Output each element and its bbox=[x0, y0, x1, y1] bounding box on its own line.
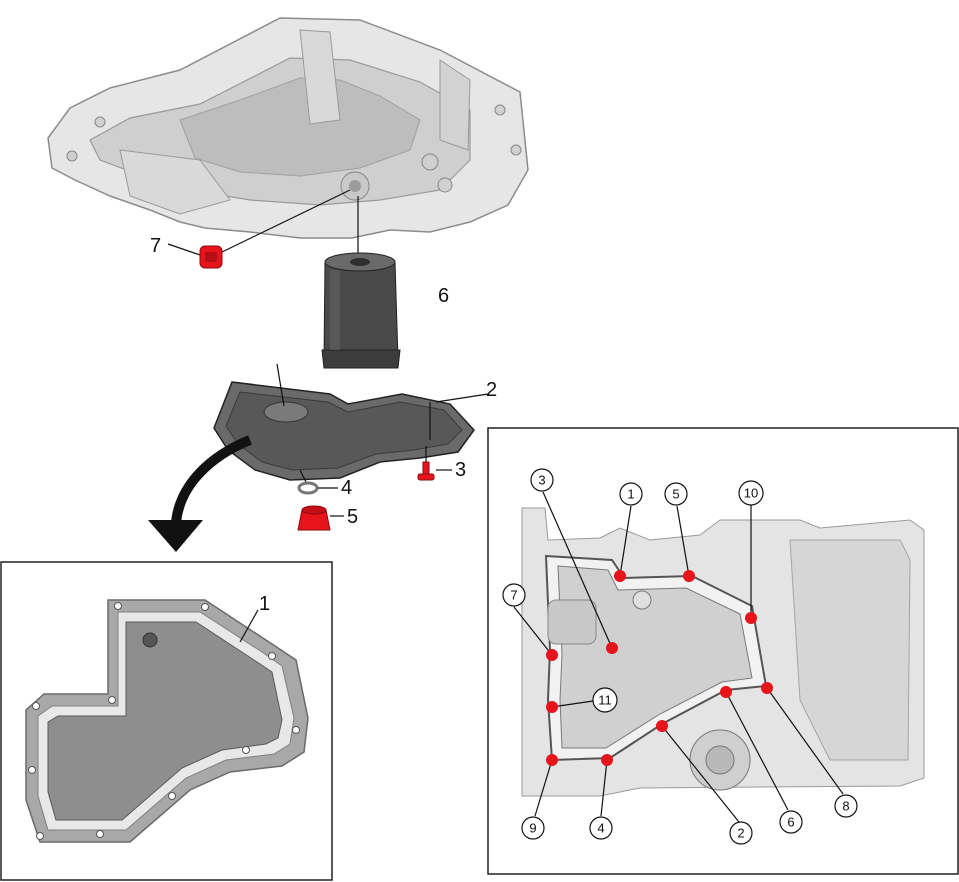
svg-text:5: 5 bbox=[672, 487, 679, 502]
sequence-bubble-2: 2 bbox=[729, 821, 753, 845]
svg-text:4: 4 bbox=[597, 821, 604, 836]
svg-text:6: 6 bbox=[787, 815, 794, 830]
bolt-sequence-panel bbox=[487, 427, 959, 875]
oil-filter bbox=[321, 196, 401, 369]
callout-7: 7 bbox=[150, 235, 161, 257]
sequence-bubble-1: 1 bbox=[619, 482, 643, 506]
oil-pressure-plug bbox=[167, 189, 351, 269]
bolt-sequence-bubbles: 1 2 3 4 5 6 7 8 bbox=[502, 468, 858, 845]
bolt-point-2 bbox=[656, 720, 668, 732]
bolt-point-11 bbox=[546, 701, 558, 713]
sequence-bubble-7: 7 bbox=[502, 583, 526, 607]
svg-text:7: 7 bbox=[510, 588, 517, 603]
sequence-bubble-3: 3 bbox=[530, 468, 554, 492]
upper-oil-pan-casting bbox=[47, 17, 529, 239]
bolt-sequence-points bbox=[546, 570, 773, 766]
drain-plug-washer bbox=[297, 469, 338, 495]
drain-plug bbox=[297, 505, 344, 531]
bolt-point-1 bbox=[614, 570, 626, 582]
bolt-point-7 bbox=[546, 649, 558, 661]
callout-3: 3 bbox=[455, 459, 466, 481]
sequence-bubble-11: 11 bbox=[592, 687, 618, 713]
svg-text:2: 2 bbox=[737, 826, 744, 841]
sequence-bubble-9: 9 bbox=[521, 816, 545, 840]
detail-arrow bbox=[148, 435, 252, 552]
sequence-bubble-8: 8 bbox=[834, 794, 858, 818]
sequence-bubble-6: 6 bbox=[779, 810, 803, 834]
bolt-point-6 bbox=[720, 686, 732, 698]
svg-text:9: 9 bbox=[529, 821, 536, 836]
sump-bolt bbox=[417, 461, 452, 481]
svg-text:10: 10 bbox=[744, 486, 758, 501]
callout-5: 5 bbox=[347, 506, 358, 528]
bolt-point-8 bbox=[761, 682, 773, 694]
bolt-point-9 bbox=[546, 754, 558, 766]
callout-1: 1 bbox=[259, 593, 270, 615]
svg-text:3: 3 bbox=[538, 473, 545, 488]
bolt-point-4 bbox=[601, 754, 613, 766]
svg-text:11: 11 bbox=[598, 693, 612, 708]
callout-2: 2 bbox=[486, 379, 497, 401]
sequence-bubble-4: 4 bbox=[589, 816, 613, 840]
callout-4: 4 bbox=[341, 477, 352, 499]
bolt-point-5 bbox=[683, 570, 695, 582]
svg-text:8: 8 bbox=[842, 799, 849, 814]
callout-6: 6 bbox=[438, 285, 449, 307]
sequence-bubble-10: 10 bbox=[738, 480, 764, 506]
svg-text:1: 1 bbox=[627, 487, 634, 502]
gasket-detail-panel bbox=[0, 561, 333, 881]
bolt-sequence-leaders bbox=[513, 491, 844, 823]
sequence-bubble-5: 5 bbox=[664, 482, 688, 506]
lower-oil-sump bbox=[213, 363, 489, 481]
bolt-point-10 bbox=[745, 612, 757, 624]
bolt-point-3 bbox=[606, 642, 618, 654]
